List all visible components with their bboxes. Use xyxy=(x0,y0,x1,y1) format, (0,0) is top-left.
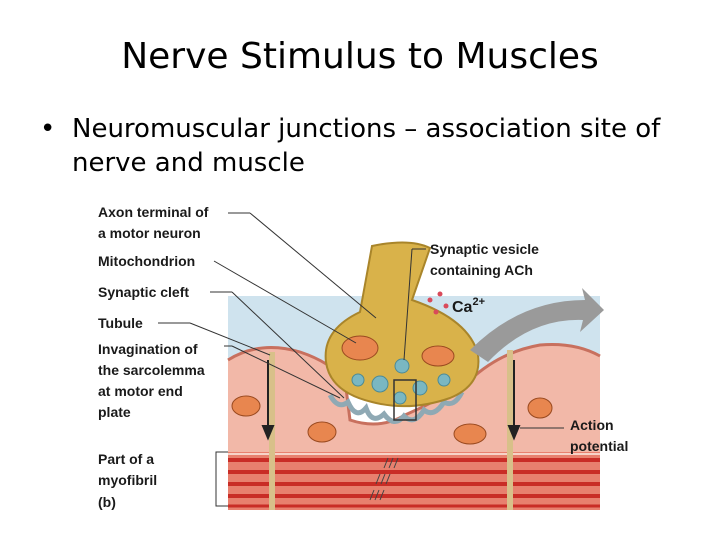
impulse-arrow xyxy=(470,288,604,362)
mitochondrion xyxy=(341,335,379,361)
muscle-mitochondria xyxy=(231,395,553,445)
mitochondrion xyxy=(421,345,455,367)
label-tubule: Tubule xyxy=(98,315,143,331)
bullet-text: Neuromuscular junctions – association si… xyxy=(72,114,661,178)
break-marks xyxy=(369,457,399,501)
action-potential-arrows xyxy=(261,360,521,441)
label-axon-line1: Axon terminal of xyxy=(98,204,209,220)
left-labels: Axon terminal of a motor neuron Mitochon… xyxy=(98,204,209,510)
myofibril xyxy=(228,452,600,510)
label-calcium: Ca2+ xyxy=(452,296,485,316)
bullet-dot-icon: • xyxy=(40,114,56,144)
label-panel: (b) xyxy=(98,494,116,510)
label-invagination-line4: plate xyxy=(98,404,131,420)
label-synaptic-cleft: Synaptic cleft xyxy=(98,284,189,300)
leader-lines xyxy=(158,212,564,507)
label-invagination-line2: the sarcolemma xyxy=(98,362,205,378)
label-calcium-charge: 2+ xyxy=(472,296,485,308)
label-vesicle-line1: Synaptic vesicle xyxy=(430,241,539,257)
label-axon-line2: a motor neuron xyxy=(98,225,201,241)
calcium-ions xyxy=(427,291,449,315)
label-calcium-symbol: Ca xyxy=(452,299,473,316)
label-invagination-line1: Invagination of xyxy=(98,341,198,357)
label-action-line2: potential xyxy=(570,438,628,454)
junctional-folds xyxy=(327,390,465,424)
label-mitochondrion: Mitochondrion xyxy=(98,253,195,269)
label-action-line1: Action xyxy=(570,417,614,433)
synaptic-vesicles xyxy=(351,358,451,405)
label-vesicle-line2: containing ACh xyxy=(430,262,533,278)
label-myofibril-line1: Part of a xyxy=(98,451,154,467)
detail-box xyxy=(393,379,417,421)
slide-title: Nerve Stimulus to Muscles xyxy=(121,36,599,77)
label-myofibril-line2: myofibril xyxy=(98,472,157,488)
right-labels: Synaptic vesicle containing ACh Ca2+ Act… xyxy=(430,241,628,454)
label-invagination-line3: at motor end xyxy=(98,383,183,399)
